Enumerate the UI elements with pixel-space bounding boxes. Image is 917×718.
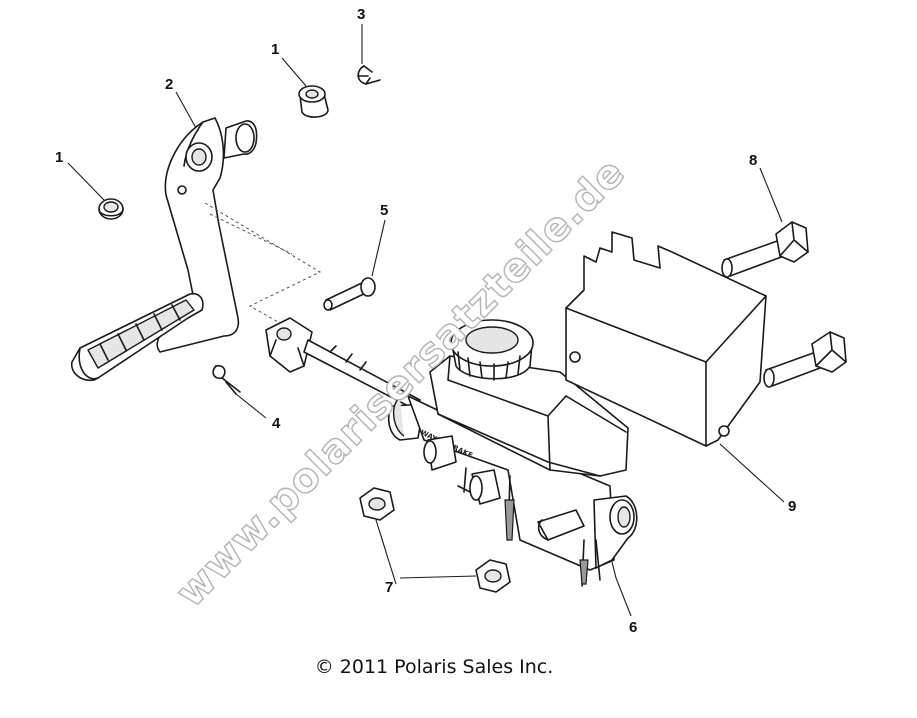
nut-right bbox=[475, 559, 511, 593]
clevis-pin bbox=[323, 277, 376, 311]
master-cylinder: WAYNE BRAKE bbox=[387, 319, 638, 587]
cotter-pin bbox=[212, 364, 241, 395]
copyright-notice: © 2011 Polaris Sales Inc. bbox=[315, 656, 554, 678]
bushing-upper bbox=[298, 85, 329, 118]
callout-6: 6 bbox=[629, 619, 637, 636]
callout-9: 9 bbox=[788, 498, 796, 515]
callout-4: 4 bbox=[272, 415, 281, 432]
mounting-bracket bbox=[565, 231, 767, 447]
alignment-line bbox=[204, 202, 322, 327]
bolt-upper bbox=[721, 221, 809, 278]
callout-3: 3 bbox=[357, 6, 365, 23]
callout-5: 5 bbox=[380, 202, 388, 219]
bolt-lower bbox=[763, 331, 847, 388]
bushing-left bbox=[98, 198, 124, 220]
clevis-pushrod bbox=[265, 317, 421, 411]
leader-lines bbox=[67, 24, 785, 617]
callout-7: 7 bbox=[385, 579, 393, 596]
callout-1: 1 bbox=[55, 149, 63, 166]
brake-pedal bbox=[70, 117, 258, 382]
callout-2: 2 bbox=[165, 76, 173, 93]
nut-left bbox=[359, 487, 395, 521]
callout-8: 8 bbox=[749, 152, 757, 169]
e-clip bbox=[357, 65, 381, 85]
callout-1: 1 bbox=[271, 41, 279, 58]
